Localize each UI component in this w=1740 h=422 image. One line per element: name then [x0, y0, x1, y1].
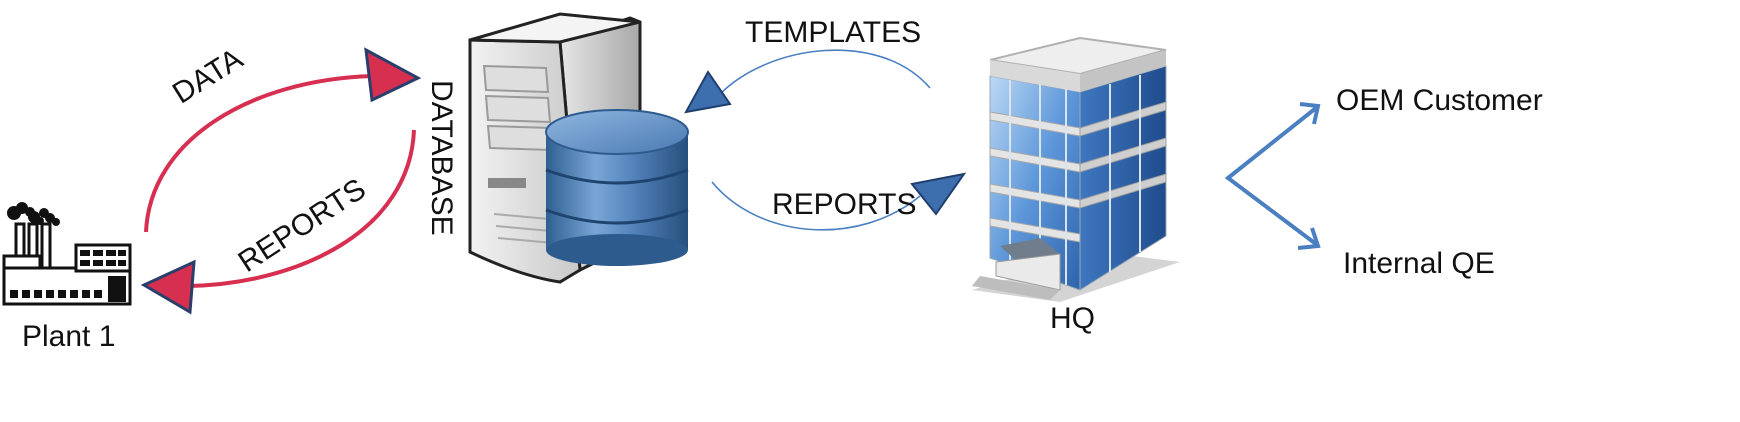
- data-arrow: [144, 47, 422, 233]
- hq-label: HQ: [1050, 302, 1095, 335]
- internal-qe-label: Internal QE: [1343, 247, 1495, 280]
- templates-arrow: [684, 49, 931, 114]
- plant-label: Plant 1: [22, 320, 116, 353]
- factory-icon: [2, 202, 132, 306]
- reports-arrow: [711, 172, 967, 231]
- oem-customer-label: OEM Customer: [1336, 84, 1543, 117]
- reports-edge-label: REPORTS: [772, 188, 917, 221]
- database-label: DATABASE: [425, 80, 458, 236]
- database-server-icon: [468, 12, 689, 284]
- office-building-icon: [972, 36, 1180, 302]
- reports-return-arrow: [140, 129, 416, 315]
- fork-arrows: [1224, 102, 1321, 250]
- templates-edge-label: TEMPLATES: [745, 16, 922, 49]
